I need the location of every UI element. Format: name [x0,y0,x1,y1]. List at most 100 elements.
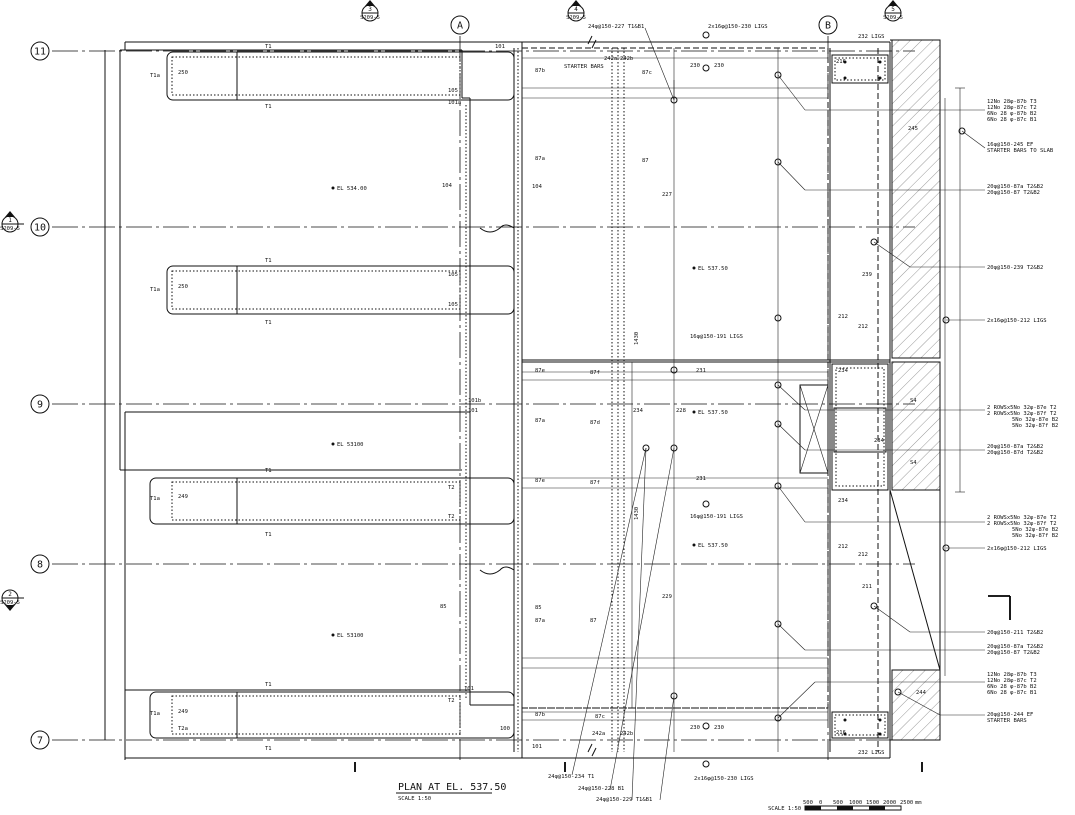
svg-text:5No 32φ-87e B2: 5No 32φ-87e B2 [1012,527,1058,533]
svg-text:232 LIGS: 232 LIGS [858,750,885,756]
svg-text:T2: T2 [448,698,455,704]
svg-text:2 ROWSx5No 32φ-87e T2: 2 ROWSx5No 32φ-87e T2 [987,515,1057,521]
svg-text:87f: 87f [590,370,600,376]
svg-text:216: 216 [836,59,846,65]
svg-text:87a: 87a [535,618,545,624]
svg-text:1500: 1500 [866,800,879,806]
svg-text:1: 1 [8,217,12,224]
svg-text:T1: T1 [265,320,272,326]
svg-text:212: 212 [858,552,868,558]
svg-text:245: 245 [908,126,918,132]
grid-row-7: 7 [37,736,43,747]
rebar-markers [642,31,966,768]
left-labels: T1 T1a 105 250 T1 T1 T1a 250 T1 T1 T1a 2… [150,44,505,752]
svg-text:212: 212 [838,544,848,550]
svg-text:20φ@150-244 EF: 20φ@150-244 EF [987,712,1033,718]
svg-text:20φ@150-87a T2&B2: 20φ@150-87a T2&B2 [987,444,1043,450]
svg-text:T1a: T1a [150,496,160,502]
svg-text:T1: T1 [265,532,272,538]
svg-text:101: 101 [468,408,478,414]
svg-text:2: 2 [8,591,12,598]
svg-text:244: 244 [916,690,927,696]
svg-text:S209-5: S209-5 [883,15,903,21]
scale-note: SCALE 1:50 [398,796,431,802]
svg-text:T1: T1 [265,746,272,752]
svg-text:87d: 87d [590,420,600,426]
svg-text:2 ROWSx5No 32φ-87f T2: 2 ROWSx5No 32φ-87f T2 [987,521,1057,527]
svg-text:500: 500 [833,800,843,806]
structure-outline [104,35,1011,772]
svg-text:87b: 87b [535,712,545,718]
svg-text:87c: 87c [595,714,605,720]
svg-text:242b: 242b [620,731,633,737]
svg-text:105: 105 [448,88,458,94]
svg-text:T2a: T2a [178,726,188,732]
svg-text:234: 234 [838,368,849,374]
note-block-13: 20φ@150-244 EF STARTER BARS [987,712,1033,724]
svg-text:229: 229 [662,594,672,600]
svg-text:T1: T1 [265,468,272,474]
svg-text:2x16φ@150-230 LIGS: 2x16φ@150-230 LIGS [708,24,768,30]
svg-text:101a: 101a [448,100,461,106]
right-small-labels: 230 216 245 239 212 212 234 234 S4 S4 23… [836,59,927,736]
svg-text:1430: 1430 [634,332,640,345]
svg-text:101: 101 [495,44,505,50]
note-block-8: 2 ROWSx5No 32φ-87e T2 2 ROWSx5No 32φ-87f… [987,515,1058,539]
svg-text:STARTER BARS TO SLAB: STARTER BARS TO SLAB [987,148,1054,154]
svg-text:250: 250 [178,284,188,290]
svg-text:T1a: T1a [150,711,160,717]
svg-text:6No 28 φ-87b B2: 6No 28 φ-87b B2 [987,111,1037,117]
right-rebar-notes: 12No 28φ-87b T3 12No 28φ-87c T2 6No 28 φ… [987,99,1058,724]
grid-row-bubbles: 11 10 9 8 7 [30,41,50,750]
leader-lines [571,27,986,801]
svg-text:2500: 2500 [900,800,913,806]
svg-text:85: 85 [535,605,542,611]
note-block-9: 2x16φ@150-212 LIGS [987,546,1047,552]
svg-text:212: 212 [838,314,848,320]
section-markers: 3 S209-5 4 S209-5 5 S209-5 1 S209-5 [0,0,903,611]
note-block-3: 20φ@150-87a T2&B2 20φ@150-87 T2&B2 [987,184,1043,196]
svg-text:24φ@150-234 T1: 24φ@150-234 T1 [548,774,594,780]
svg-text:230: 230 [714,63,724,69]
svg-text:SCALE 1:50: SCALE 1:50 [768,806,801,812]
svg-text:S4: S4 [910,398,917,404]
svg-text:mm: mm [915,800,922,806]
svg-text:T2: T2 [448,485,455,491]
svg-text:5No 32φ-87f B2: 5No 32φ-87f B2 [1012,533,1058,539]
svg-text:20φ@150-87 T2&B2: 20φ@150-87 T2&B2 [987,190,1040,196]
svg-text:EL 537.50: EL 537.50 [698,543,728,549]
svg-text:20φ@150-87 T2&B2: 20φ@150-87 T2&B2 [987,650,1040,656]
svg-text:4: 4 [574,6,578,13]
svg-text:85: 85 [440,604,447,610]
grid-col-bubbles: A B [450,15,838,35]
svg-text:227: 227 [662,192,672,198]
svg-text:249: 249 [178,494,188,500]
scale-bar: SCALE 1:50 500 0 500 1000 1500 2000 2500… [768,800,922,812]
note-block-12: 12No 28φ-87b T3 12No 28φ-87c T2 6No 28 φ… [987,672,1037,696]
svg-text:STARTER BARS: STARTER BARS [987,718,1027,724]
svg-text:87: 87 [642,158,649,164]
top-notes: 24φ@150-227 T1&B1 2x16φ@150-230 LIGS 232… [564,24,885,520]
svg-text:242a: 242a [604,56,617,62]
section-marker-1: 1 S209-5 [0,211,24,233]
svg-text:87a: 87a [535,156,545,162]
svg-text:6No 28 φ-87c B1: 6No 28 φ-87c B1 [987,690,1037,696]
svg-text:20φ@150-87a T2&B2: 20φ@150-87a T2&B2 [987,184,1043,190]
elevation-labels: EL 534.00 EL 537.50 EL 53100 EL 537.50 E… [331,186,728,639]
svg-text:234: 234 [874,438,885,444]
svg-text:3: 3 [368,6,372,13]
grid-row-11: 11 [34,47,46,58]
svg-text:EL 53100: EL 53100 [337,633,364,639]
svg-text:1430: 1430 [634,507,640,520]
svg-text:231: 231 [696,368,706,374]
svg-text:EL 537.50: EL 537.50 [698,410,728,416]
note-block-7: 20φ@150-87a T2&B2 20φ@150-87d T2&B2 [987,444,1043,456]
svg-text:500: 500 [803,800,813,806]
svg-text:T1a: T1a [150,287,160,293]
svg-text:87c: 87c [642,70,652,76]
grid-lines [52,36,915,760]
svg-text:STARTER BARS: STARTER BARS [564,64,604,70]
svg-text:20φ@150-211 T2&B2: 20φ@150-211 T2&B2 [987,630,1043,636]
svg-text:105: 105 [448,302,458,308]
